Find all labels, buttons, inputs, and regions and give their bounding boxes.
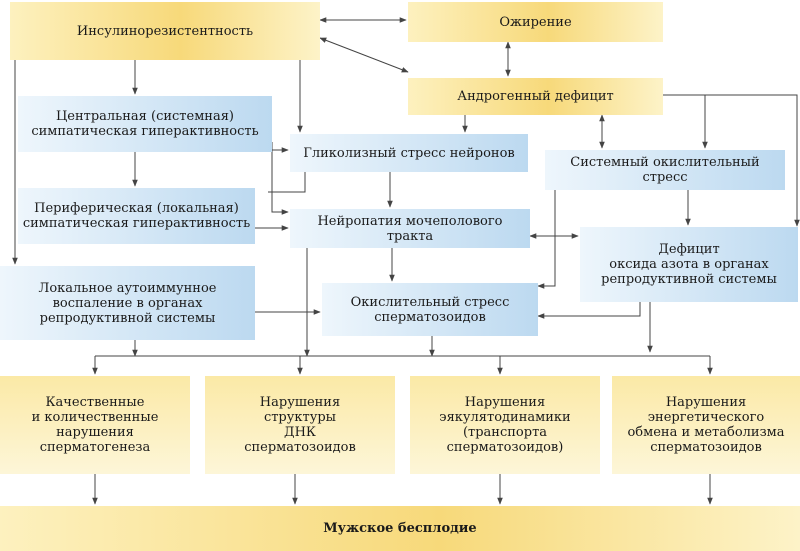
central-sympathetic-label: Центральная (системная) симпатическая ги… (31, 109, 259, 139)
systemic-oxidative-node: Системный окислительный стресс (545, 150, 785, 190)
effect-ejaculation-node: Нарушения эякулятодинамики (транспорта с… (410, 376, 600, 474)
male-infertility-label: Мужское бесплодие (323, 521, 477, 536)
nitric-oxide-deficit-label: Дефицит оксида азота в органах репродукт… (601, 242, 777, 287)
effect-dna-label: Нарушения структуры ДНК сперматозоидов (244, 395, 356, 455)
obesity-label: Ожирение (499, 14, 572, 30)
autoimmune-inflammation-node: Локальное аутоиммунное воспаление в орга… (0, 266, 255, 340)
male-infertility-node: Мужское бесплодие (0, 506, 800, 551)
sperm-oxidative-stress-label: Окислительный стресс сперматозоидов (350, 294, 510, 325)
insulin-resistance-label: Инсулинорезистентность (76, 23, 254, 39)
systemic-oxidative-label: Системный окислительный стресс (570, 155, 760, 185)
sperm-oxidative-stress-node: Окислительный стресс сперматозоидов (322, 283, 538, 336)
glycolytic-stress-node: Гликолизный стресс нейронов (290, 134, 528, 172)
effect-spermatogenesis-node: Качественные и количественные нарушения … (0, 376, 190, 474)
effect-metabolism-label: Нарушения энергетического обмена и метаб… (627, 395, 785, 455)
insulin-resistance-node: Инсулинорезистентность (10, 2, 320, 60)
androgen-deficit-node: Андрогенный дефицит (408, 78, 663, 115)
androgen-deficit-label: Андрогенный дефицит (457, 89, 614, 104)
glycolytic-stress-label: Гликолизный стресс нейронов (303, 145, 515, 161)
effect-dna-node: Нарушения структуры ДНК сперматозоидов (205, 376, 395, 474)
nitric-oxide-deficit-node: Дефицит оксида азота в органах репродукт… (580, 227, 798, 302)
obesity-node: Ожирение (408, 2, 663, 42)
neuropathy-node: Нейропатия мочеполового тракта (290, 209, 530, 248)
effect-metabolism-node: Нарушения энергетического обмена и метаб… (612, 376, 800, 474)
peripheral-sympathetic-label: Периферическая (локальная) симпатическая… (22, 201, 251, 231)
neuropathy-label: Нейропатия мочеполового тракта (317, 213, 503, 244)
autoimmune-inflammation-label: Локальное аутоиммунное воспаление в орга… (38, 280, 217, 326)
peripheral-sympathetic-node: Периферическая (локальная) симпатическая… (18, 188, 255, 244)
effect-spermatogenesis-label: Качественные и количественные нарушения … (31, 395, 159, 455)
central-sympathetic-node: Центральная (системная) симпатическая ги… (18, 96, 272, 152)
effect-ejaculation-label: Нарушения эякулятодинамики (транспорта с… (439, 395, 571, 455)
